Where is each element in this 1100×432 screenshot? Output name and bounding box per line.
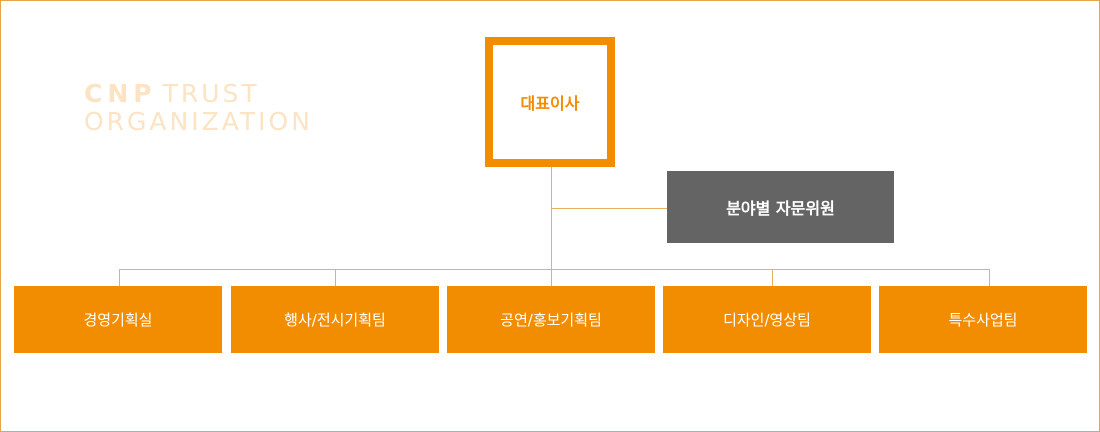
dept-box-special-projects: 특수사업팀	[879, 286, 1087, 353]
ceo-box: 대표이사	[485, 37, 615, 167]
advisory-box: 분야별 자문위원	[667, 171, 894, 243]
dept-box-management-planning: 경영기획실	[14, 286, 222, 353]
dept-label: 행사/전시기획팀	[284, 311, 386, 329]
dept-label: 공연/홍보기획팀	[500, 311, 602, 329]
ceo-down-connector	[551, 167, 552, 270]
dept-drop-1	[119, 269, 120, 286]
watermark-word: TRUST	[162, 79, 260, 108]
dept-box-event-exhibition: 행사/전시기획팀	[231, 286, 439, 353]
dept-label: 경영기획실	[83, 311, 153, 329]
dept-label: 특수사업팀	[948, 311, 1018, 329]
dept-drop-2	[335, 269, 336, 286]
dept-drop-4	[772, 269, 773, 286]
watermark-subtitle: ORGANIZATION	[84, 107, 313, 136]
dept-drop-5	[989, 269, 990, 286]
advisory-label: 분야별 자문위원	[726, 199, 835, 218]
dept-drop-3	[551, 269, 552, 286]
dept-label: 디자인/영상팀	[723, 311, 811, 329]
watermark-brand: CNP	[84, 79, 157, 108]
advisory-connector	[551, 208, 667, 209]
ceo-label: 대표이사	[520, 94, 580, 113]
dept-box-performance-pr: 공연/홍보기획팀	[447, 286, 655, 353]
dept-box-design-video: 디자인/영상팀	[663, 286, 871, 353]
departments-bus	[119, 269, 990, 270]
